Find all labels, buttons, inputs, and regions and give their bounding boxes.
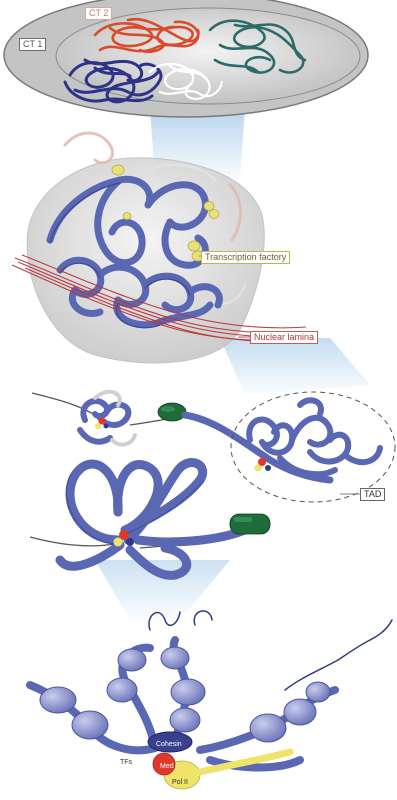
tad-anchor-dark xyxy=(265,465,271,471)
ctcf-anchor-small-yellow xyxy=(95,423,101,429)
ctcf-anchor-small-dark xyxy=(104,424,109,429)
panel-nucleus xyxy=(4,0,368,117)
zoom-beam-2 xyxy=(220,338,370,395)
label-transcription-factory: Transcription factory xyxy=(201,251,290,264)
panel-tad xyxy=(30,392,395,576)
transcription-factory-6 xyxy=(123,213,131,220)
nucleosome-3 xyxy=(107,678,137,702)
label-mediator: Med xyxy=(160,763,174,771)
nucleosomes xyxy=(40,647,330,742)
label-cohesin: Cohesin xyxy=(156,741,182,749)
ctcf-complex-top xyxy=(158,403,186,421)
nucleosome-10 xyxy=(306,682,330,702)
transcription-factory-1 xyxy=(112,165,124,175)
nucleosome-4 xyxy=(118,649,146,671)
ctcf-complex-bottom xyxy=(230,514,270,534)
nucleosome-8 xyxy=(250,714,286,742)
nucleosome-1 xyxy=(40,687,76,713)
label-ct2: CT 2 xyxy=(85,7,112,20)
ctcf-green-bottom-hl xyxy=(234,517,252,522)
label-tfs: TFs xyxy=(120,759,132,767)
transcription-factory-3 xyxy=(209,210,219,219)
nucleosome-5 xyxy=(161,647,189,669)
panel-nucleosomes xyxy=(30,611,392,789)
nucleosome-7 xyxy=(170,708,200,732)
loop-anchor-dark xyxy=(126,538,134,546)
label-pol2: Pol II xyxy=(172,779,188,787)
ctcf-green-top xyxy=(158,403,186,421)
zoom-beam-3 xyxy=(95,560,230,620)
panel-chromatin-loops xyxy=(12,133,310,363)
label-nuclear-lamina: Nuclear lamina xyxy=(250,331,318,344)
big-loops xyxy=(60,463,245,576)
tad-anchor-yellow xyxy=(255,465,262,472)
label-tad: TAD xyxy=(360,488,385,501)
ctcf-green-top-hl xyxy=(161,406,175,412)
transcription-factory-4 xyxy=(188,241,200,251)
nucleosome-9 xyxy=(284,699,316,725)
label-ct1: CT 1 xyxy=(19,38,46,51)
nucleosome-2 xyxy=(72,711,108,739)
loop-anchor-yellow xyxy=(114,538,123,547)
nucleosome-6 xyxy=(171,679,205,705)
transcription-factory-2 xyxy=(204,202,214,211)
